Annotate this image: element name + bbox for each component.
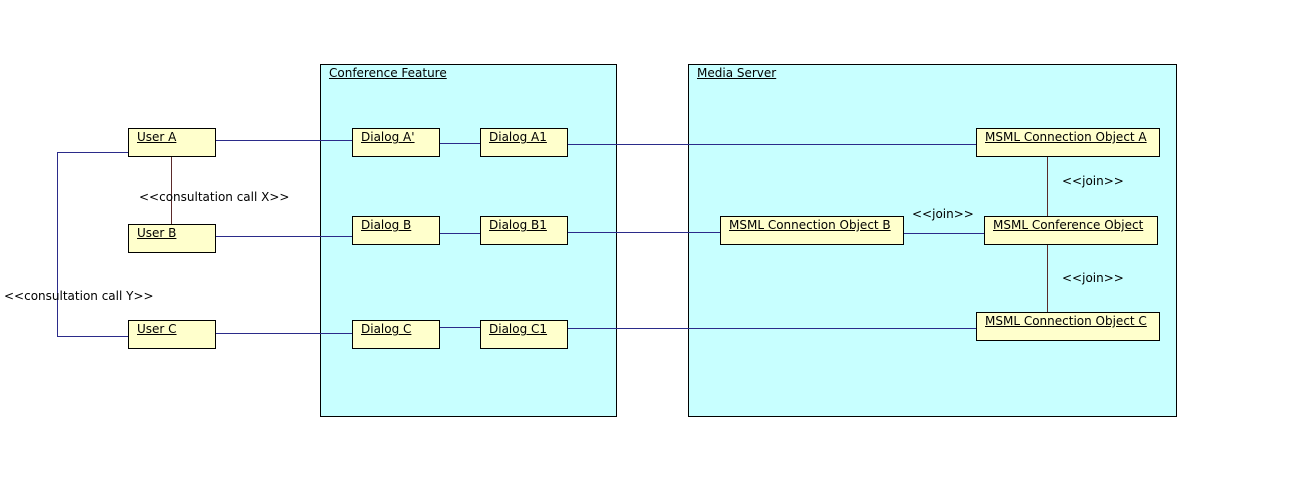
dialog-b1-object[interactable]: Dialog B1 bbox=[480, 216, 568, 245]
dialog-b-object[interactable]: Dialog B bbox=[352, 216, 440, 245]
dialog-b1-label: Dialog B1 bbox=[489, 218, 547, 232]
msml-conference-label: MSML Conference Object bbox=[993, 218, 1144, 232]
consultation-call-y-label: <<consultation call Y>> bbox=[4, 289, 154, 303]
dialog-c1-label: Dialog C1 bbox=[489, 322, 548, 336]
dialog-a-prime-label: Dialog A' bbox=[361, 130, 415, 144]
msml-connection-b-object[interactable]: MSML Connection Object B bbox=[720, 216, 904, 245]
media-server-title: Media Server bbox=[697, 66, 777, 80]
msml-connection-c-label: MSML Connection Object C bbox=[985, 314, 1147, 328]
dialog-c-label: Dialog C bbox=[361, 322, 412, 336]
dialog-b-label: Dialog B bbox=[361, 218, 412, 232]
user-b-object[interactable]: User B bbox=[128, 224, 216, 253]
dialog-a1-label: Dialog A1 bbox=[489, 130, 547, 144]
msml-connection-c-object[interactable]: MSML Connection Object C bbox=[976, 312, 1160, 341]
join-top-label: <<join>> bbox=[1062, 174, 1124, 188]
msml-connection-a-label: MSML Connection Object A bbox=[985, 130, 1147, 144]
user-b-label: User B bbox=[137, 226, 177, 240]
user-a-object[interactable]: User A bbox=[128, 128, 216, 157]
dialog-c1-object[interactable]: Dialog C1 bbox=[480, 320, 568, 349]
dialog-a1-object[interactable]: Dialog A1 bbox=[480, 128, 568, 157]
conference-feature-title: Conference Feature bbox=[329, 66, 447, 80]
join-mid-label: <<join>> bbox=[912, 207, 974, 221]
user-a-label: User A bbox=[137, 130, 177, 144]
join-bottom-label: <<join>> bbox=[1062, 271, 1124, 285]
user-c-object[interactable]: User C bbox=[128, 320, 216, 349]
dialog-c-object[interactable]: Dialog C bbox=[352, 320, 440, 349]
consultation-call-x-label: <<consultation call X>> bbox=[139, 190, 290, 204]
dialog-a-prime-object[interactable]: Dialog A' bbox=[352, 128, 440, 157]
msml-conference-object[interactable]: MSML Conference Object bbox=[984, 216, 1158, 245]
user-c-label: User C bbox=[137, 322, 177, 336]
link-consultation-y bbox=[57, 152, 128, 337]
msml-connection-a-object[interactable]: MSML Connection Object A bbox=[976, 128, 1160, 157]
msml-connection-b-label: MSML Connection Object B bbox=[729, 218, 891, 232]
